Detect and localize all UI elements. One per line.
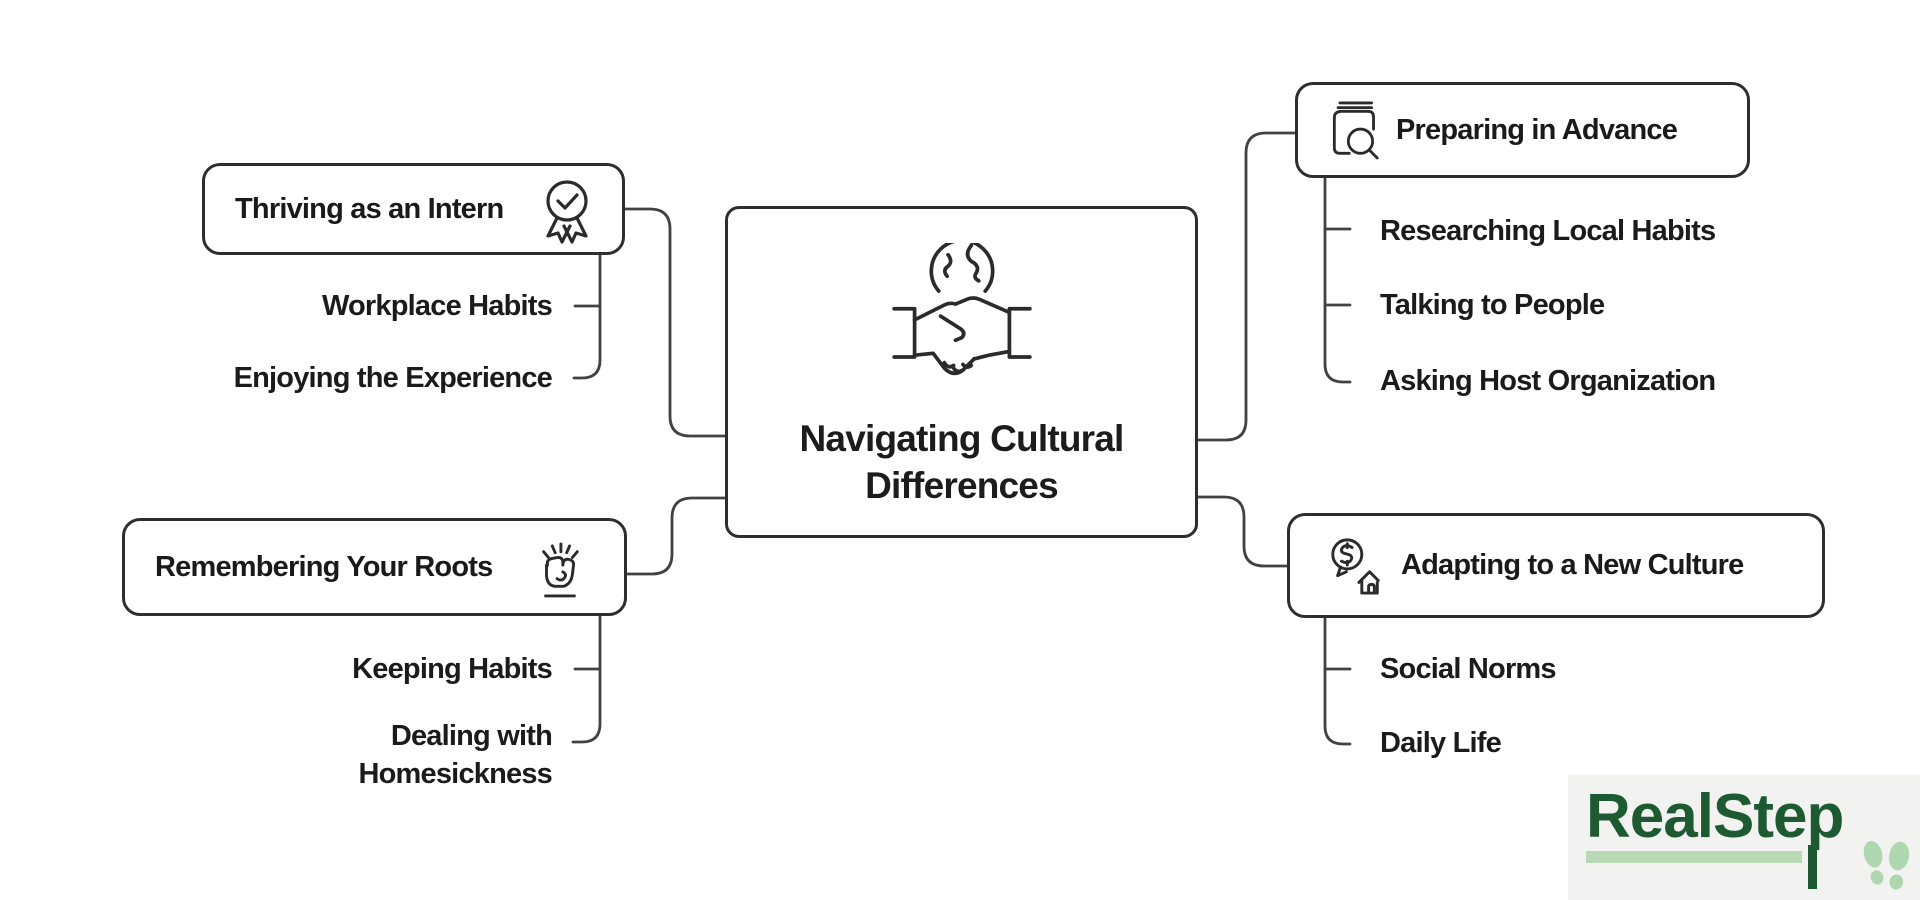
- node-label: Preparing in Advance: [1396, 113, 1678, 146]
- central-title-line2: Differences: [865, 465, 1059, 506]
- hangline-thriving: [572, 253, 602, 380]
- raised-fist-icon: [542, 542, 579, 598]
- subitem-social-norms: Social Norms: [1380, 653, 1557, 685]
- hangline-remembering: [571, 614, 602, 744]
- hangline-preparing: [1323, 176, 1352, 384]
- globe-handshake-icon: [891, 243, 1032, 376]
- connector-thriving-central: [623, 207, 727, 438]
- node-preparing-in-advance: Preparing in Advance: [1295, 82, 1750, 178]
- subitem-keeping-habits: Keeping Habits: [352, 653, 553, 685]
- realstep-logo-underline: [1586, 851, 1802, 863]
- connector-remembering-central: [625, 496, 727, 576]
- subitem-daily-life: Daily Life: [1380, 727, 1502, 759]
- footprints-icon: [1863, 840, 1910, 890]
- node-adapting-to-a-new-culture: Adapting to a New Culture: [1287, 513, 1825, 618]
- subitem-workplace-habits: Workplace Habits: [321, 290, 553, 322]
- book-search-icon: [1332, 101, 1379, 160]
- node-remembering-your-roots: Remembering Your Roots: [122, 518, 627, 616]
- central-node: Navigating Cultural Differences: [725, 206, 1198, 538]
- subitem-talking-to-people: Talking to People: [1380, 289, 1605, 321]
- award-check-icon: [546, 180, 588, 244]
- node-label: Thriving as an Intern: [235, 192, 504, 225]
- central-title-line1: Navigating Cultural: [799, 418, 1125, 459]
- node-label: Remembering Your Roots: [155, 550, 493, 583]
- money-bubble-house-icon: [1331, 537, 1380, 595]
- realstep-logo: RealStep: [1568, 775, 1920, 900]
- central-title: Navigating Cultural Differences: [799, 415, 1125, 509]
- connector-central-preparing: [1196, 131, 1297, 442]
- subitem-researching-local-habits: Researching Local Habits: [1380, 215, 1716, 247]
- realstep-logo-p-stem: [1808, 845, 1817, 889]
- realstep-logo-text: RealStep: [1586, 782, 1844, 851]
- connector-central-adapting: [1196, 495, 1289, 568]
- node-label: Adapting to a New Culture: [1401, 549, 1744, 581]
- subitem-enjoying-the-experience: Enjoying the Experience: [233, 362, 553, 394]
- subitem-asking-host-organization: Asking Host Organization: [1380, 365, 1716, 397]
- node-thriving-as-an-intern: Thriving as an Intern: [202, 163, 625, 255]
- subitem-dealing-with-homesickness: Dealing with Homesickness: [358, 720, 552, 790]
- hangline-adapting: [1323, 616, 1352, 746]
